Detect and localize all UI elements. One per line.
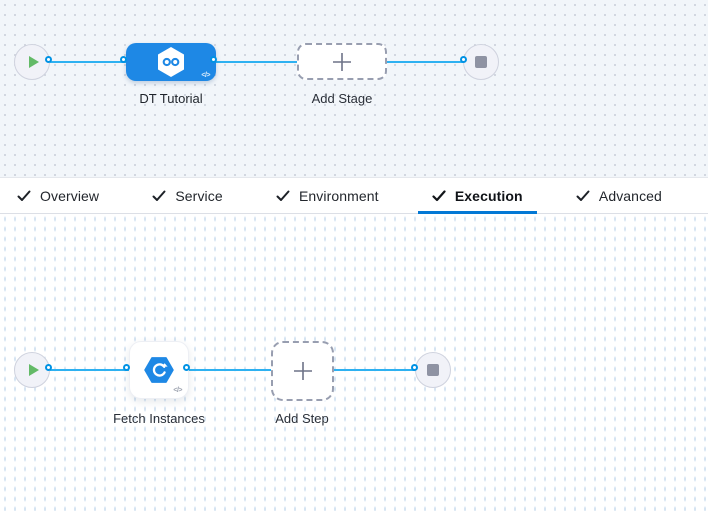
stage-node-dt-tutorial[interactable]: </> (126, 43, 216, 81)
add-step-label: Add Step (275, 411, 329, 426)
tab-environment[interactable]: Environment (262, 178, 393, 213)
plus-icon (333, 52, 351, 71)
stage-node-label: DT Tutorial (139, 91, 203, 106)
check-icon (432, 189, 446, 201)
start-node (14, 352, 50, 388)
port-step-in (123, 364, 130, 371)
tab-label: Overview (40, 187, 100, 204)
port-stage-out (210, 56, 217, 63)
check-icon (17, 190, 31, 201)
add-stage-button[interactable] (297, 43, 387, 80)
start-node (14, 44, 50, 80)
edge-start-to-stage (50, 61, 127, 63)
tab-overview[interactable]: Overview (3, 178, 113, 213)
tab-service[interactable]: Service (138, 178, 236, 213)
edge-start-to-step (50, 369, 130, 371)
tab-label: Execution (454, 187, 523, 204)
port-step-out (183, 364, 190, 371)
edge-addstage-to-end (386, 61, 466, 63)
add-step-button[interactable] (271, 341, 334, 401)
plus-icon (293, 362, 312, 380)
port-end-in (411, 364, 418, 371)
edge-step-to-addstep (188, 369, 272, 371)
tab-execution[interactable]: Execution (417, 178, 537, 214)
code-icon: </> (173, 387, 182, 394)
step-graph-canvas: </> Fetch Instances Add Step (0, 214, 708, 511)
tab-label: Service (175, 187, 223, 204)
tab-label: Advanced (598, 187, 662, 204)
end-node (463, 44, 499, 80)
stage-graph-canvas: </> DT Tutorial Add Stage (0, 0, 708, 177)
port-stage-in (120, 56, 127, 63)
tab-advanced[interactable]: Advanced (562, 178, 676, 213)
step-node-fetch-instances[interactable]: </> (129, 341, 189, 399)
port-start-out (45, 364, 52, 371)
end-node (415, 352, 451, 388)
port-start-out (45, 56, 52, 63)
step-node-label: Fetch Instances (113, 411, 205, 426)
add-stage-label: Add Stage (311, 91, 373, 106)
edge-addstep-to-end (333, 369, 418, 371)
harness-infinity-hexagon-icon (158, 47, 184, 77)
stop-icon (427, 364, 439, 376)
check-icon (152, 190, 166, 201)
stop-icon (475, 56, 487, 68)
edge-stage-to-addstage (215, 61, 298, 63)
tab-label: Environment (298, 187, 379, 204)
play-icon (28, 364, 39, 376)
port-end-in (460, 56, 467, 63)
check-icon (576, 190, 590, 201)
check-icon (276, 190, 290, 201)
fetch-instances-hexagon-icon (144, 357, 174, 383)
code-icon: </> (201, 72, 210, 79)
play-icon (28, 56, 39, 68)
pipeline-tabbar: Overview Service Environment Execution A… (0, 177, 708, 214)
